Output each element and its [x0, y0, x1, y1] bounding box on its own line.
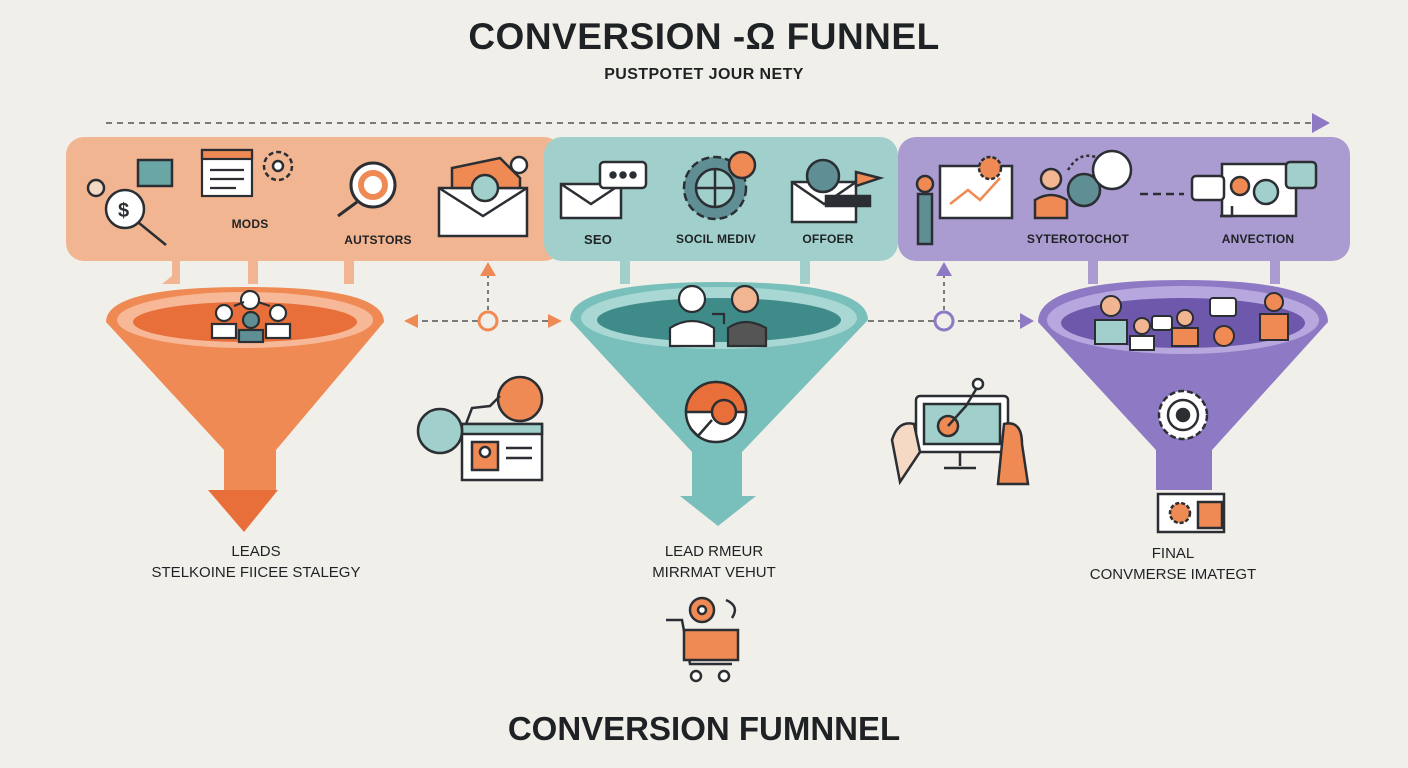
stage-lead-nurture: LEAD RMEUR MIRRMAT VEHUT — [554, 541, 874, 583]
panel-label-offer: OFFOER — [802, 232, 854, 246]
shopping-cart-icon — [666, 596, 740, 683]
panel-label-syterotochot: SYTEROTOCHOT — [1026, 232, 1130, 246]
stage-final: FINAL CONVMERSE IMATEGT — [1013, 543, 1333, 585]
globe-gear-icon — [682, 150, 757, 221]
offer-email-icon — [790, 158, 885, 224]
stage-final-desc: CONVMERSE IMATEGT — [1089, 566, 1257, 583]
footer-title: CONVERSION FUMNNEL — [507, 710, 901, 747]
team-network-icon — [210, 289, 292, 344]
connector-left — [404, 262, 562, 332]
stage-final-title: FINAL — [1151, 545, 1195, 562]
profile-card-icon — [416, 375, 544, 482]
target-gear-icon — [1157, 389, 1209, 441]
panel-label-anvection: ANVECTION — [1221, 232, 1295, 246]
stage-lead-nurture-desc: MIRRMAT VEHUT — [652, 564, 776, 581]
person-thinking-icon — [1033, 149, 1184, 220]
gear-icon — [262, 150, 294, 182]
two-people-icon — [668, 284, 768, 348]
email-chat-icon — [559, 160, 648, 220]
connector-right — [868, 262, 1034, 332]
money-search-icon: $ — [86, 158, 174, 246]
pie-chart-check-icon — [684, 380, 748, 444]
document-icon — [200, 148, 254, 198]
tablet-analytics-icon — [890, 377, 1030, 486]
presenter-screen-icon — [915, 155, 1014, 246]
meeting-group-icon — [1094, 292, 1289, 351]
email-gear-icon — [437, 155, 529, 238]
page-title: CONVERSION -Ω FUNNEL — [468, 16, 940, 57]
stage-lead-nurture-title: LEAD RMEUR — [664, 543, 764, 560]
panel-label-autstors: AUTSTORS — [344, 233, 412, 247]
svg-text:$: $ — [118, 200, 129, 222]
stage-leads-desc: STELKOINE FIICEE STALEGY — [151, 564, 361, 581]
panel-label-mods: MODS — [231, 217, 269, 231]
timeline-arrow — [106, 113, 1330, 133]
panel-label-seo: SEO — [583, 232, 613, 247]
settings-doc-icon — [1156, 492, 1226, 534]
stage-leads: LEADS STELKOINE FIICEE STALEGY — [96, 541, 416, 583]
stage-leads-title: LEADS — [231, 543, 281, 560]
analytics-search-icon — [337, 161, 397, 218]
video-call-icon — [1190, 160, 1318, 218]
page-subtitle: PUSTPOTET JOUR NETY — [604, 66, 804, 83]
panel-label-social-media: SOCIL MEDIV — [676, 232, 756, 246]
